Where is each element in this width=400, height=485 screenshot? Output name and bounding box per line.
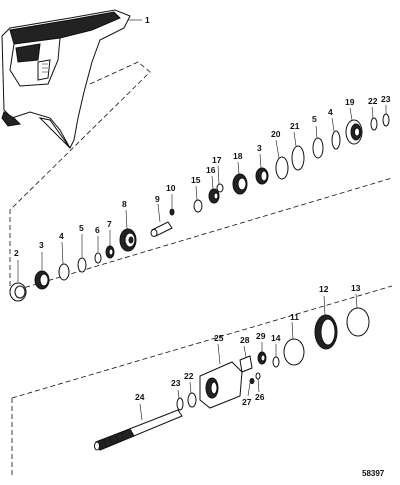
- shim-20: [275, 156, 289, 180]
- callout-4-right: 4: [328, 107, 333, 117]
- callout-9: 9: [155, 194, 160, 204]
- callout-27: 27: [242, 397, 252, 407]
- gear-8: [119, 228, 137, 252]
- callout-16: 16: [206, 165, 216, 175]
- seal-22-lower: [187, 392, 197, 408]
- callout-7: 7: [107, 219, 112, 229]
- callout-14: 14: [271, 333, 281, 343]
- callout-4-left: 4: [59, 231, 64, 241]
- seal-22-upper: [370, 117, 378, 131]
- callout-2: 2: [14, 248, 19, 258]
- washer-5-left: [77, 257, 87, 273]
- ring-21: [291, 145, 305, 171]
- bearing-cup-2: [9, 282, 27, 302]
- bearing-7: [105, 245, 115, 259]
- ring-15: [193, 199, 203, 213]
- washer-5-right: [312, 137, 324, 159]
- callout-23-upper: 23: [381, 94, 391, 104]
- callout-3-left: 3: [39, 240, 44, 250]
- bearing-carrier-19: [345, 119, 363, 145]
- pin-27: [249, 378, 255, 384]
- callout-18: 18: [233, 151, 243, 161]
- assembly-guide-lower: [11, 285, 393, 478]
- propeller-shaft-24: [94, 409, 183, 451]
- callout-23-lower: 23: [171, 378, 181, 388]
- callout-12: 12: [319, 284, 329, 294]
- shim-4-left: [58, 263, 70, 281]
- callout-8: 8: [122, 199, 127, 209]
- shim-4-right: [331, 130, 341, 150]
- callout-17: 17: [212, 155, 222, 165]
- bearing-29: [257, 351, 267, 365]
- figure-id: 58397: [362, 469, 385, 478]
- callout-29: 29: [256, 331, 266, 341]
- clutch-16: [208, 188, 220, 204]
- ring-12: [314, 314, 338, 350]
- assembly-guide-middle: [9, 177, 393, 293]
- washer-6: [94, 252, 102, 264]
- callout-10: 10: [166, 183, 176, 193]
- gearcase-housing: [1, 9, 131, 150]
- callout-25: 25: [214, 333, 224, 343]
- callout-26: 26: [255, 392, 265, 402]
- callout-5-left: 5: [79, 223, 84, 233]
- spring-26: [255, 372, 261, 380]
- bushing-28: [239, 355, 253, 373]
- callout-11: 11: [290, 312, 299, 322]
- washer-14: [272, 356, 280, 368]
- assembly-guide-upper: [9, 61, 151, 292]
- spring-17: [216, 183, 224, 193]
- callout-22-upper: 22: [368, 96, 378, 106]
- oring-23-lower: [176, 397, 184, 411]
- callout-15: 15: [191, 175, 201, 185]
- callout-24: 24: [135, 392, 145, 402]
- callout-19: 19: [345, 97, 355, 107]
- cover-13: [346, 307, 370, 337]
- bearing-3-left: [34, 270, 50, 290]
- callout-5-right: 5: [312, 114, 317, 124]
- callout-3-right: 3: [257, 143, 262, 153]
- callout-6: 6: [95, 225, 100, 235]
- callout-22-lower: 22: [184, 371, 194, 381]
- bearing-carrier-25: [199, 361, 243, 409]
- gear-18: [232, 173, 248, 195]
- callout-1: 1: [145, 15, 150, 25]
- pin-10: [169, 208, 175, 216]
- shaft-9: [150, 221, 173, 237]
- callout-21: 21: [290, 121, 300, 131]
- callout-13: 13: [351, 283, 361, 293]
- bearing-3-right: [255, 167, 269, 185]
- callout-28: 28: [240, 335, 250, 345]
- oring-23-upper: [382, 113, 390, 127]
- callout-20: 20: [271, 129, 281, 139]
- retainer-11: [283, 338, 305, 366]
